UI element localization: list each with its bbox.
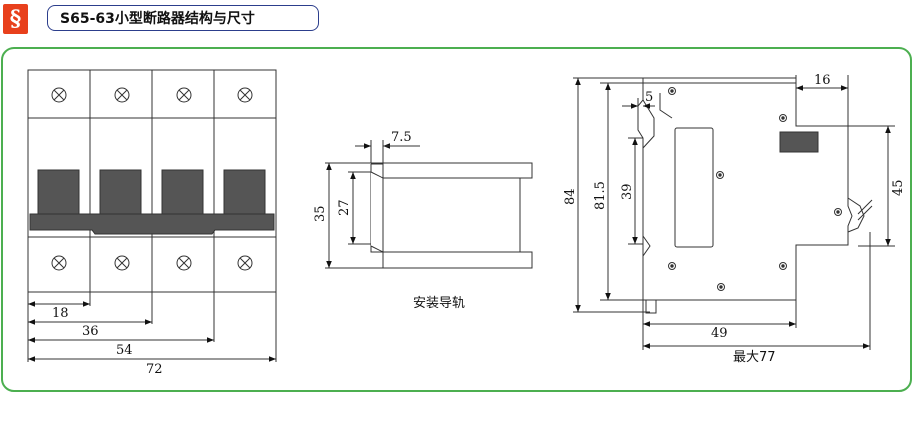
- diagram-frame: [1, 47, 912, 392]
- dim-label: 最大77: [733, 350, 776, 365]
- dim-label: 35: [313, 205, 328, 222]
- dim-label: 81.5: [593, 181, 608, 210]
- dim-label: 84: [563, 188, 578, 205]
- side-view: [573, 75, 895, 350]
- handle-pole-4: [223, 169, 266, 216]
- dim-label: 7.5: [391, 130, 412, 145]
- terminal-screw-icon: [51, 255, 253, 271]
- dim-label: 5: [645, 90, 653, 105]
- dim-label: 49: [711, 326, 728, 341]
- screw-icon: [668, 87, 842, 291]
- front-view: [27, 69, 277, 362]
- handle-pole-3: [161, 169, 204, 216]
- rail-caption: 安装导轨: [413, 296, 465, 311]
- dim-label: 72: [146, 362, 163, 377]
- dim-label: 39: [620, 183, 635, 200]
- dim-label: 36: [82, 324, 99, 339]
- terminal-screw-icon: [51, 87, 253, 103]
- handle-pole-2: [99, 169, 142, 216]
- section-badge: §: [3, 4, 28, 34]
- dim-label: 27: [337, 199, 352, 216]
- dim-label: 45: [891, 179, 906, 196]
- din-rail-view: [325, 140, 533, 269]
- page-title: S65-63小型断路器结构与尺寸: [47, 5, 319, 31]
- dim-label: 54: [116, 343, 133, 358]
- handle-pole-1: [37, 169, 80, 216]
- dim-label: 18: [52, 306, 69, 321]
- handle-tie-bar: [29, 213, 275, 235]
- dim-label: 16: [814, 73, 831, 88]
